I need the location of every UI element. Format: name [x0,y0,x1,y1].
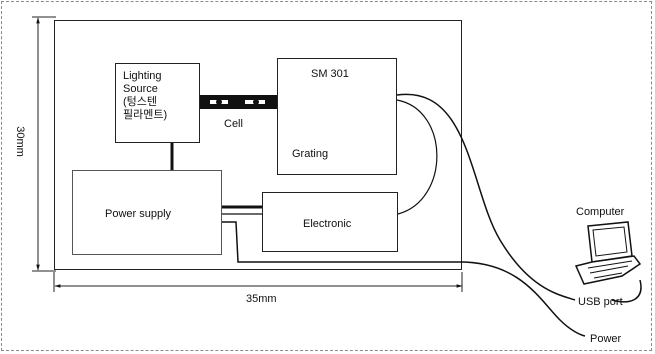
power-supply-box: Power supply [72,170,222,255]
height-dimension [32,16,56,272]
lighting-source-line-4: 필라멘트) [123,109,168,121]
lighting-source-box: Lighting Source (텅스텐 필라멘트) [115,63,200,143]
cell-label: Cell [224,118,243,130]
monochromator-label: SM 301 [311,68,349,80]
electronic-box: Electronic [262,192,398,252]
electronic-label: Electronic [303,218,352,230]
usb-cable [396,93,576,301]
grating-label: Grating [292,148,329,160]
computer-label: Computer [576,206,625,218]
lighting-source-line-1: Lighting [123,70,162,82]
width-dimension-label: 35mm [246,293,277,305]
cell-optics [200,94,282,110]
lighting-source-line-3: (텅스텐 [123,96,158,108]
width-dimension [53,272,463,292]
monochromator-box: SM 301 [277,58,397,175]
detector-signal-wire [396,99,438,215]
usb-port-label: USB port [578,296,623,308]
computer-icon [574,221,642,285]
lighting-source-line-2: Source [123,83,158,95]
height-dimension-label: 30mm [13,126,26,157]
computer-usb-link [611,279,642,303]
power-supply-label: Power supply [105,208,172,220]
power-label: Power [590,333,622,345]
power-cable [222,221,586,337]
